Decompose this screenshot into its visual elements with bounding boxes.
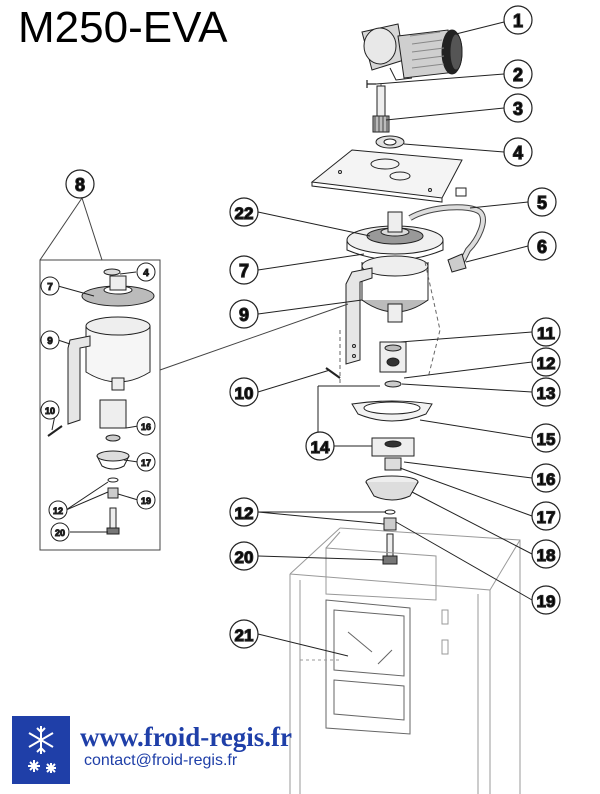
callout-4: 4	[503, 137, 533, 167]
svg-text:13: 13	[537, 384, 556, 403]
callout-16: 16	[531, 463, 561, 493]
svg-text:6: 6	[537, 237, 547, 257]
callout-21: 21	[229, 619, 259, 649]
part-pinion-shaft	[372, 85, 390, 133]
inset-callout-12: 12	[48, 500, 68, 520]
svg-text:12: 12	[53, 506, 63, 516]
part-drum-assembly	[345, 211, 444, 365]
svg-text:8: 8	[75, 175, 85, 195]
svg-text:19: 19	[141, 496, 151, 506]
part-bearing	[375, 135, 405, 149]
svg-text:5: 5	[537, 193, 547, 213]
callout-group-inset: 4 7 9 10 16 17 12 19 20	[40, 262, 156, 542]
svg-text:11: 11	[537, 324, 555, 343]
callout-8: 8	[65, 169, 95, 199]
part-bowl	[351, 400, 433, 422]
svg-text:1: 1	[513, 11, 523, 31]
inset-box	[39, 197, 349, 551]
callout-19: 19	[531, 585, 561, 615]
part-nut	[383, 517, 397, 531]
callout-15: 15	[531, 423, 561, 453]
svg-text:17: 17	[537, 508, 556, 527]
callout-9: 9	[229, 299, 259, 329]
svg-text:17: 17	[141, 458, 151, 468]
callout-11: 11	[531, 317, 561, 347]
callout-12-lower: 12	[229, 497, 259, 527]
svg-text:20: 20	[55, 528, 65, 538]
part-washer	[384, 509, 396, 515]
contact-email-link[interactable]: contact@froid-regis.fr	[84, 752, 238, 769]
inset-callout-17: 17	[136, 452, 156, 472]
inset-callout-20: 20	[50, 522, 70, 542]
svg-text:22: 22	[235, 204, 254, 223]
svg-text:18: 18	[537, 546, 556, 565]
svg-text:7: 7	[47, 282, 53, 293]
callout-5: 5	[527, 187, 557, 217]
part-screw	[382, 533, 398, 565]
svg-text:10: 10	[45, 406, 55, 416]
inset-callout-4: 4	[136, 262, 156, 282]
inset-callout-16: 16	[136, 416, 156, 436]
svg-text:4: 4	[143, 268, 149, 279]
svg-text:4: 4	[513, 143, 523, 163]
page-title: M250-EVA	[18, 3, 228, 52]
svg-text:19: 19	[537, 592, 556, 611]
svg-text:3: 3	[513, 99, 523, 119]
callout-3: 3	[503, 93, 533, 123]
callout-20: 20	[229, 541, 259, 571]
callout-17: 17	[531, 501, 561, 531]
callout-22: 22	[229, 197, 259, 227]
svg-text:12: 12	[235, 504, 254, 523]
svg-text:7: 7	[239, 261, 249, 281]
part-pin	[325, 367, 341, 379]
part-cup	[365, 475, 419, 501]
inset-callout-19: 19	[136, 490, 156, 510]
svg-text:12: 12	[537, 354, 556, 373]
part-key	[366, 80, 376, 88]
callout-10: 10	[229, 377, 259, 407]
svg-text:2: 2	[513, 65, 523, 85]
svg-text:14: 14	[311, 438, 330, 457]
svg-text:21: 21	[235, 626, 254, 645]
callout-6: 6	[527, 231, 557, 261]
svg-text:15: 15	[537, 430, 556, 449]
inset-callout-10: 10	[40, 400, 60, 420]
svg-text:20: 20	[235, 548, 254, 567]
part-motor-gearbox	[361, 23, 463, 81]
callout-12: 12	[531, 347, 561, 377]
part-coupling	[379, 341, 407, 373]
callout-group-main: 1 2 3 4 5 6 7 8 9 10 11 12 13 14 15 16 1…	[65, 5, 561, 649]
svg-text:9: 9	[239, 305, 249, 325]
svg-text:16: 16	[537, 470, 556, 489]
svg-text:9: 9	[47, 336, 53, 347]
website-link[interactable]: www.froid-regis.fr	[80, 722, 292, 752]
part-cabinet	[289, 527, 521, 794]
callout-14: 14	[305, 431, 335, 461]
callout-7: 7	[229, 255, 259, 285]
part-top-plate	[310, 149, 463, 203]
svg-text:10: 10	[235, 384, 254, 403]
part-bushing	[384, 457, 402, 471]
svg-text:16: 16	[141, 422, 151, 432]
inset-callout-9: 9	[40, 330, 60, 350]
callout-18: 18	[531, 539, 561, 569]
callout-1: 1	[503, 5, 533, 35]
part-block	[371, 437, 415, 457]
snowflake-logo-icon	[12, 716, 70, 784]
inset-callout-7: 7	[40, 276, 60, 296]
part-ring	[384, 380, 402, 388]
callout-13: 13	[531, 377, 561, 407]
part-hose	[408, 187, 486, 273]
callout-2: 2	[503, 59, 533, 89]
